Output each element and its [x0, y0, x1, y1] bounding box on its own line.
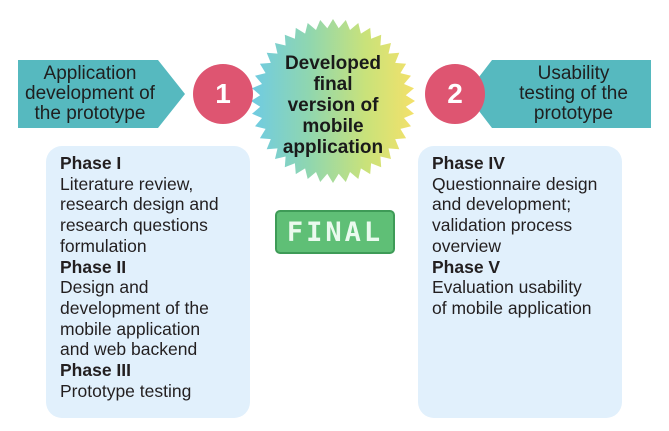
left-arrow-shape [18, 60, 185, 128]
final-stamp: FINAL [275, 210, 395, 254]
seal-line-4: mobile [302, 116, 364, 137]
right-arrow-line-2: testing of the [519, 83, 628, 104]
left-panel-line: formulation [60, 235, 147, 256]
seal-starburst [251, 19, 415, 183]
left-panel-line: Phase II [60, 256, 127, 277]
right-panel-line: Phase IV [432, 153, 505, 173]
left-arrow-line-2: development of [25, 83, 155, 104]
right-panel-line: Questionnaire design [432, 173, 598, 194]
phases-panel-left: Phase I Literature review, research desi… [46, 146, 250, 418]
seal-line-3: version of [287, 95, 379, 116]
seal-label: Developed final version of mobile applic… [263, 53, 403, 158]
right-panel-line: Evaluation usability [432, 277, 582, 298]
right-panel-line: overview [432, 235, 502, 256]
right-panel-line: Phase V [432, 256, 501, 277]
phases-panel-right: Phase IV Questionnaire design and develo… [418, 146, 622, 418]
left-panel-line: and web backend [60, 339, 198, 360]
seal-line-5: application [282, 137, 384, 158]
seal-line-1: Developed [284, 53, 382, 74]
left-panel-line: Prototype testing [60, 380, 192, 401]
right-arrow-line-3: prototype [533, 103, 614, 124]
left-panel-line: research design and [60, 194, 219, 215]
left-panel-line: research questions [60, 215, 208, 236]
left-arrow-label: Application development of the prototype [20, 60, 160, 128]
left-panel-line: Phase III [60, 360, 132, 381]
right-panel-line: of mobile application [432, 297, 592, 318]
step-1-badge: 1 [193, 64, 253, 124]
right-arrow-line-1: Usability [537, 63, 610, 84]
left-panel-line: Phase I [60, 153, 122, 173]
left-panel-line: Literature review, [60, 173, 194, 194]
right-arrow-shape [466, 60, 651, 128]
right-arrow-label: Usability testing of the prototype [500, 60, 647, 128]
seal-line-2: final [313, 74, 353, 95]
left-panel-line: Design and [60, 277, 149, 298]
left-panel-line: mobile application [60, 318, 201, 339]
left-arrow-line-3: the prototype [34, 103, 146, 124]
left-arrow-line-1: Application [43, 63, 137, 84]
step-2-badge: 2 [425, 64, 485, 124]
right-panel-line: validation process [432, 215, 573, 236]
right-panel-line: and development; [432, 194, 572, 215]
left-panel-line: development of the [60, 297, 209, 318]
